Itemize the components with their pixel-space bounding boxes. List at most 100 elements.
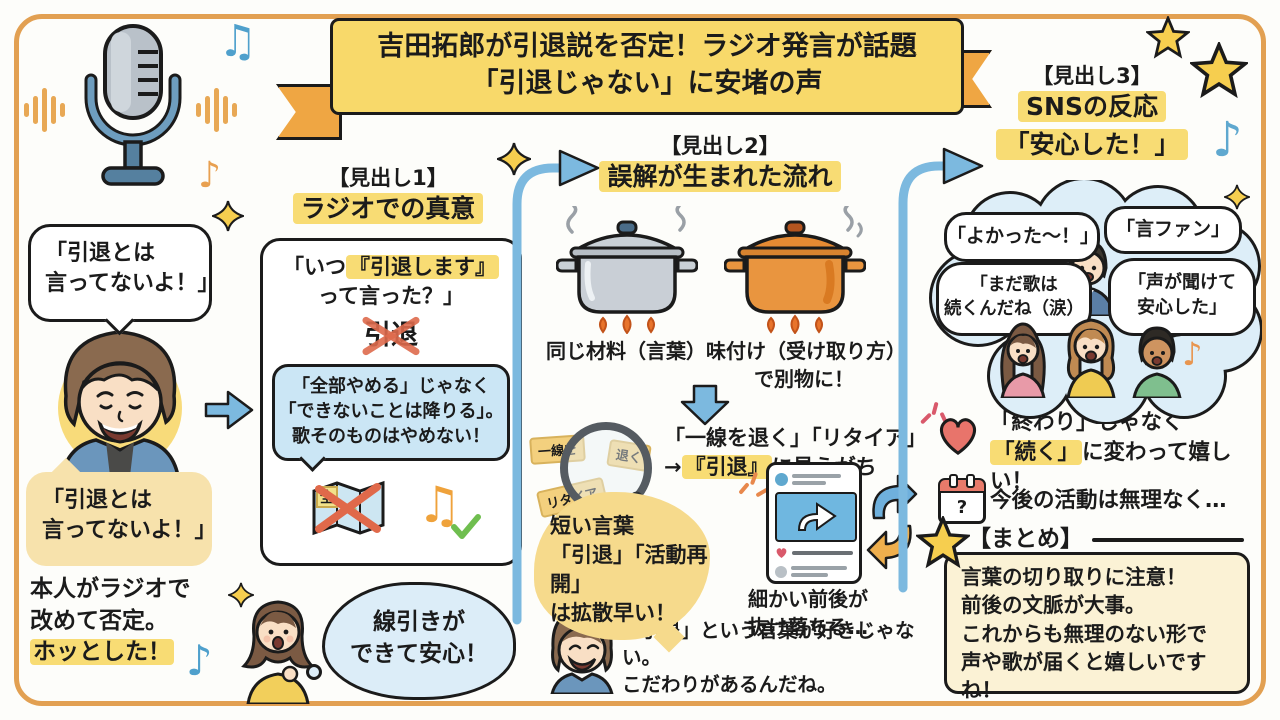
spread-line: 短い言葉: [550, 514, 634, 538]
reaction-text: 安心した」: [1137, 296, 1227, 318]
takuro-avatar: [44, 316, 196, 476]
sparkle-icon: [497, 142, 531, 176]
microphone-icon: [78, 22, 188, 194]
map-crossed-icon: 全: [309, 477, 387, 541]
section3-title-line2: 「安心した！」: [996, 129, 1188, 160]
pot-left-caption: 同じ材料（言葉）: [546, 339, 706, 363]
headline-banner: 吉田拓郎が引退説を否定！ラジオ発言が話題 「引退じゃない」に安堵の声: [330, 18, 964, 115]
pot-orange-icon: [724, 206, 866, 334]
reaction-text: 「言ファン」: [1115, 218, 1230, 240]
woman-avatar: [238, 596, 318, 704]
point-bubble: 「全部やめる」じゃなく 「できないことは降りる」。 歌そのものはやめない！: [272, 364, 510, 472]
music-note-icon: ♪: [186, 636, 213, 685]
bubble-line: 「引退とは: [45, 241, 156, 266]
comment-line: こだわりがあるんだね。: [622, 672, 837, 696]
caption-line: 抜け落ちる…: [748, 614, 868, 639]
connector-1-to-2: [512, 163, 565, 625]
feel-highlight: 「続く」: [990, 439, 1083, 465]
spread-line: は拡散早い！: [550, 600, 676, 625]
point-line: 歌そのものはやめない！: [292, 425, 490, 447]
quote-line1: 「いつ『引退します』: [263, 253, 519, 282]
quote-highlight: 『引退します』: [346, 255, 499, 279]
section2-title-wrap: 誤解が生まれた流れ: [560, 160, 880, 195]
section1-main-box: 「いつ『引退します』 って言った？」 引退 「全部やめる」じゃなく 「できないこ…: [260, 238, 522, 566]
section2-title: 誤解が生まれた流れ: [599, 161, 841, 192]
calendar-icon: ?: [938, 474, 986, 524]
sns-post-card: [766, 462, 862, 584]
fan-avatar-woman-pink: [994, 320, 1052, 398]
bubble-line: 言ってないよ！」: [45, 271, 220, 297]
reaction-text: 「よかった〜！」: [947, 225, 1100, 247]
feel-line2: 「続く」に変わって嬉しい！: [990, 439, 1232, 495]
sparkle-icon: [212, 200, 244, 232]
section1-kicker: 【見出し1】: [328, 166, 448, 190]
intro-caption: 本人がラジオで 改めて否定。 ホッとした！: [30, 574, 191, 669]
point-line: 「全部やめる」じゃなく: [292, 376, 490, 398]
thought-line: できて安心！: [350, 640, 488, 667]
arrow-right-icon: [558, 149, 600, 187]
arrow-down-icon: [680, 384, 730, 426]
pot-gray-icon: [556, 206, 698, 334]
section1-title-wrap: ラジオでの真意: [262, 192, 514, 227]
music-note-icon: ♪: [1212, 112, 1243, 168]
calendar-question: ?: [956, 496, 968, 518]
misread-line1: 「一線を退く」「リタイア」: [664, 426, 927, 450]
caption-highlight: ホッとした！: [30, 639, 174, 666]
avatar: [775, 473, 788, 486]
star-icon: [1190, 42, 1248, 100]
caption-line: 本人がラジオで: [30, 576, 191, 602]
reaction-text: 「声が聞けて: [1128, 272, 1236, 293]
sparkle-icon: [1224, 184, 1250, 210]
caption-line: で別物に！: [754, 366, 854, 391]
summary-kicker: 【まとめ】: [968, 526, 1083, 552]
caption-line: 味付け（受け取り方）: [706, 339, 906, 363]
section3-title-wrap: SNSの反応: [990, 90, 1194, 125]
reaction-text: 「まだ歌は: [970, 275, 1058, 295]
spread-speed-bubble: 短い言葉 「引退」「活動再開」 は拡散早い！: [534, 492, 710, 653]
reaction-bubble-2: 「言ファン」: [1104, 206, 1242, 254]
sparkle-icon: [228, 582, 254, 608]
bubble-line: 言ってないよ！」: [42, 518, 217, 544]
section2-kicker: 【見出し2】: [660, 134, 780, 158]
arrow-right-icon: [942, 147, 984, 185]
heart-icon: [776, 548, 787, 559]
thought-cloud-bubble: 線引きが できて安心！: [322, 582, 516, 700]
sound-wave-right-icon: [196, 84, 237, 136]
pot-right-caption: 味付け（受け取り方） で別物に！: [706, 338, 906, 393]
reaction-bubble-4: 「声が聞けて 安心した」: [1108, 258, 1256, 336]
quote-line2: って言った？」: [318, 283, 464, 308]
music-note-check-icon: ♫: [417, 480, 481, 539]
summary-line: これからも無理のない形で: [961, 621, 1207, 646]
fan-avatar-man-green: [1128, 322, 1186, 398]
speech-bubble-denial-bottom: 「引退とは 言ってないよ！」: [26, 457, 217, 566]
reaction-text: 続くんだね（涙）: [944, 299, 1084, 320]
caption-line: 改めて否定。: [30, 607, 168, 634]
heart-icon: [936, 416, 980, 456]
share-image: [775, 492, 857, 542]
summary-box: 言葉の切り取りに注意！ 前後の文脈が大事。 これからも無理のない形で 声や歌が届…: [944, 552, 1250, 702]
schedule-text: 今後の活動は無理なく…: [990, 488, 1227, 513]
thought-line: 線引きが: [373, 609, 465, 635]
crossed-out-word: 引退: [361, 315, 421, 357]
music-note-icon: ♪: [198, 155, 221, 196]
reaction-bubble-3: 「まだ歌は 続くんだね（涙）: [936, 262, 1092, 336]
reaction-bubble-1: 「よかった〜！」: [944, 212, 1100, 262]
point-line: 「できないことは降りる」。: [278, 401, 504, 423]
spread-line: 「引退」「活動再開」: [550, 542, 708, 596]
sound-wave-left-icon: [24, 84, 65, 136]
arrow-right-icon: [204, 390, 254, 430]
summary-rule: [1092, 538, 1244, 542]
avatar: [775, 565, 787, 578]
headline-line1: 吉田拓郎が引退説を否定！ラジオ発言が話題: [377, 31, 917, 62]
fan-avatar-woman-yellow: [1060, 314, 1122, 398]
takuro-comment: 「引退」という言葉が好きじゃない。 こだわりがあるんだね。: [622, 618, 932, 699]
summary-line: 前後の文脈が大事。: [961, 593, 1146, 618]
section3-title-wrap2: 「安心した！」: [990, 128, 1194, 163]
caption-line: 細かい前後が: [748, 587, 868, 611]
comment-line: 「引退」という言葉が好きじゃない。: [622, 619, 915, 669]
summary-line: 声や歌が届くと嬉しいですね！: [961, 649, 1207, 703]
connector-2-to-3: [898, 161, 949, 593]
section3-title-line1: SNSの反応: [1018, 91, 1166, 122]
summary-line: 言葉の切り取りに注意！: [961, 565, 1187, 589]
